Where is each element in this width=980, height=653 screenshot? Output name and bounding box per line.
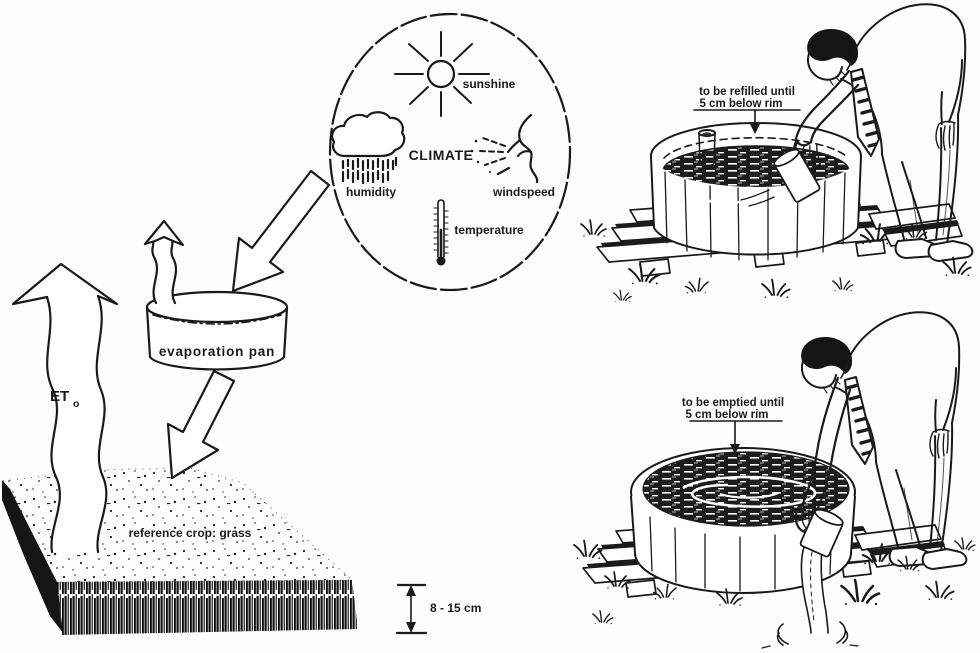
pan-to-crop-arrow (166, 369, 236, 480)
sunshine-label: sunshine (463, 77, 516, 91)
climate-title: CLIMATE (409, 147, 474, 163)
et0-arrow: ET o (11, 262, 119, 554)
empty-note-line1: to be emptied until (682, 397, 784, 409)
empty-scene: to be emptied until 5 cm below rim (573, 312, 976, 649)
pan-water-level-dashes (152, 314, 282, 325)
refill-note: to be refilled until 5 cm below rim (693, 86, 801, 134)
grass-height-label: 8 - 15 cm (430, 601, 481, 615)
wind-gust-icon (470, 113, 539, 184)
refill-scene: to be refilled until 5 cm below rim (580, 4, 972, 303)
empty-pointer-arrow (730, 444, 740, 454)
evaporation-pan-empty (630, 447, 856, 594)
refill-note-line2: 5 cm below rim (699, 98, 782, 110)
evaporation-pan-refill (650, 122, 862, 261)
empty-note: to be emptied until 5 cm below rim (682, 397, 784, 454)
evaporation-wavy-arrow (143, 219, 185, 305)
refill-note-line1: to be refilled until (699, 86, 795, 98)
refill-level-dashes (663, 136, 849, 159)
grass-fringe (56, 580, 358, 635)
stilling-well (698, 129, 716, 167)
et0-label: ET (50, 388, 69, 405)
pour-stream-refill (740, 189, 775, 207)
reference-crop-label: reference crop: grass (129, 526, 252, 540)
pouring-container-empty (799, 508, 844, 558)
rain-cloud-icon (331, 111, 406, 185)
climate-circle: sunshine humidity CLIMATE windspeed temp… (328, 12, 572, 292)
concept-diagram: sunshine humidity CLIMATE windspeed temp… (2, 12, 572, 635)
climate-circle-outline (328, 12, 572, 292)
temperature-label: temperature (454, 223, 524, 237)
refill-pointer-arrow (750, 124, 760, 134)
climate-to-pan-arrow (231, 169, 331, 293)
windspeed-label: windspeed (492, 185, 555, 199)
sun-icon (394, 31, 490, 117)
evaporation-pan-label: evaporation pan (159, 344, 275, 359)
et0-subscript: o (73, 398, 79, 410)
pouring-container-refill (773, 148, 821, 203)
sod-edge (2, 480, 63, 633)
empty-note-line2: 5 cm below rim (685, 409, 768, 421)
evaporation-pan: evaporation pan (145, 290, 289, 371)
thermometer-icon (433, 199, 449, 266)
grass-height-measure: 8 - 15 cm (395, 583, 481, 635)
water-stream-empty (800, 546, 829, 634)
humidity-label: humidity (346, 185, 396, 199)
pour-ripple (689, 186, 762, 205)
water-puddle (761, 621, 859, 649)
water-swirl (682, 475, 817, 508)
